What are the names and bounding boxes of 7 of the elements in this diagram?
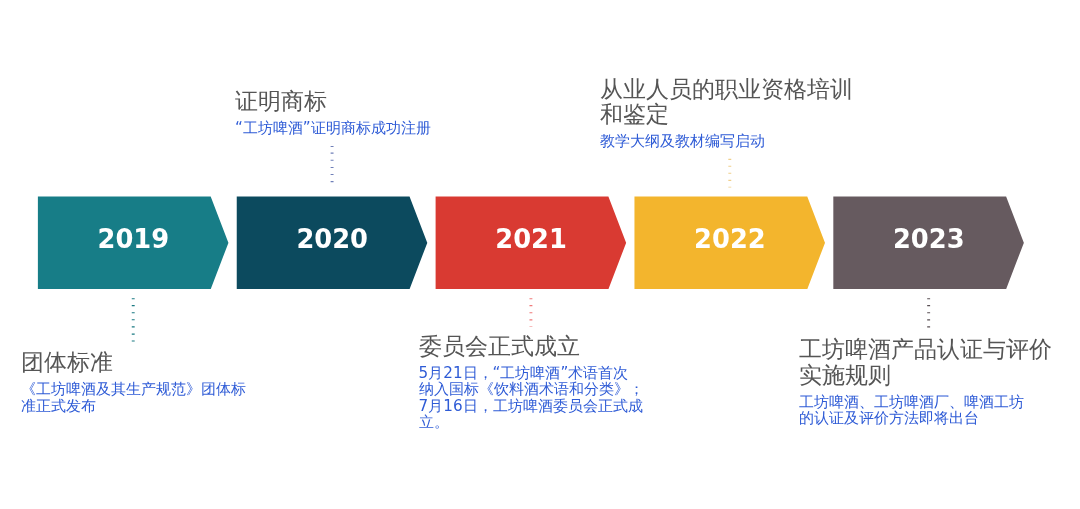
node-text: 从业人员的职业资格培训和鉴定 教学大纲及教材编写启动 — [599, 74, 853, 151]
node-text: 证明商标 “工坊啤酒”证明商标成功注册 — [234, 87, 431, 138]
connector — [529, 298, 533, 327]
node-text: 工坊啤酒产品认证与评价实施规则 工坊啤酒、工坊啤酒厂、啤酒工坊的认证及评价方法即将出台 — [798, 335, 1052, 428]
node-text: 团体标准 《工坊啤酒及其生产规范》团体标准正式发布 — [20, 348, 246, 415]
connector — [131, 298, 135, 344]
node-text: 委员会正式成立 5月21日，“工坊啤酒”术语首次纳入国标《饮料酒术语和分类》；7月16日，工坊啤酒委员会正式成立。 — [418, 331, 644, 431]
